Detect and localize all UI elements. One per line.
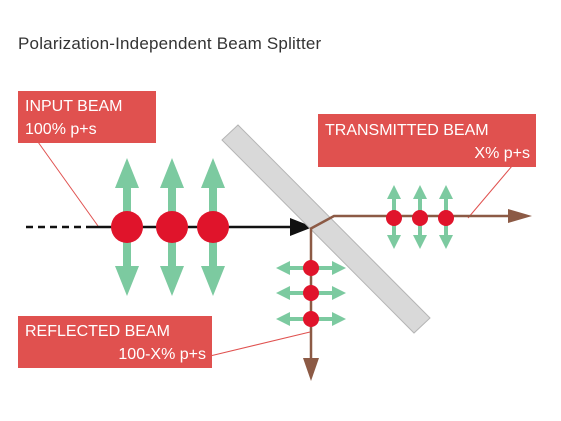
transmitted-polarization-dot [386, 210, 402, 226]
input-beam-arrowhead [290, 218, 313, 236]
input-beam-label: INPUT BEAM 100% p+s [18, 91, 156, 143]
reflected-leader-line [209, 331, 311, 357]
input-polarization-dot [197, 211, 229, 243]
reflected-polarization-dot [303, 285, 319, 301]
transmitted-beam-label-line2: X% p+s [474, 145, 530, 162]
input-polarization-dot [156, 211, 188, 243]
input-beam-label-line1: INPUT BEAM [25, 98, 123, 115]
input-polarization-dot [111, 211, 143, 243]
input-beam-label-line2: 100% p+s [25, 121, 97, 138]
transmitted-beam-label-line1: TRANSMITTED BEAM [325, 122, 489, 139]
reflected-beam-arrowhead [303, 358, 319, 381]
reflected-beam-label-line2: 100-X% p+s [118, 346, 206, 363]
transmitted-beam-arrowhead [508, 209, 532, 223]
transmitted-leader-line [467, 165, 513, 219]
diagram-title: Polarization-Independent Beam Splitter [18, 34, 322, 53]
transmitted-beam-label: TRANSMITTED BEAM X% p+s [318, 114, 536, 167]
transmitted-beam [309, 214, 512, 231]
reflected-beam-label-line1: REFLECTED BEAM [25, 323, 170, 340]
reflected-polarization-dot [303, 311, 319, 327]
transmitted-polarization-dot [438, 210, 454, 226]
reflected-polarization-dot [303, 260, 319, 276]
reflected-beam-label: REFLECTED BEAM 100-X% p+s [18, 316, 212, 368]
transmitted-polarization-dot [412, 210, 428, 226]
input-leader-line [37, 141, 99, 227]
beam-splitter-plate [221, 124, 431, 334]
